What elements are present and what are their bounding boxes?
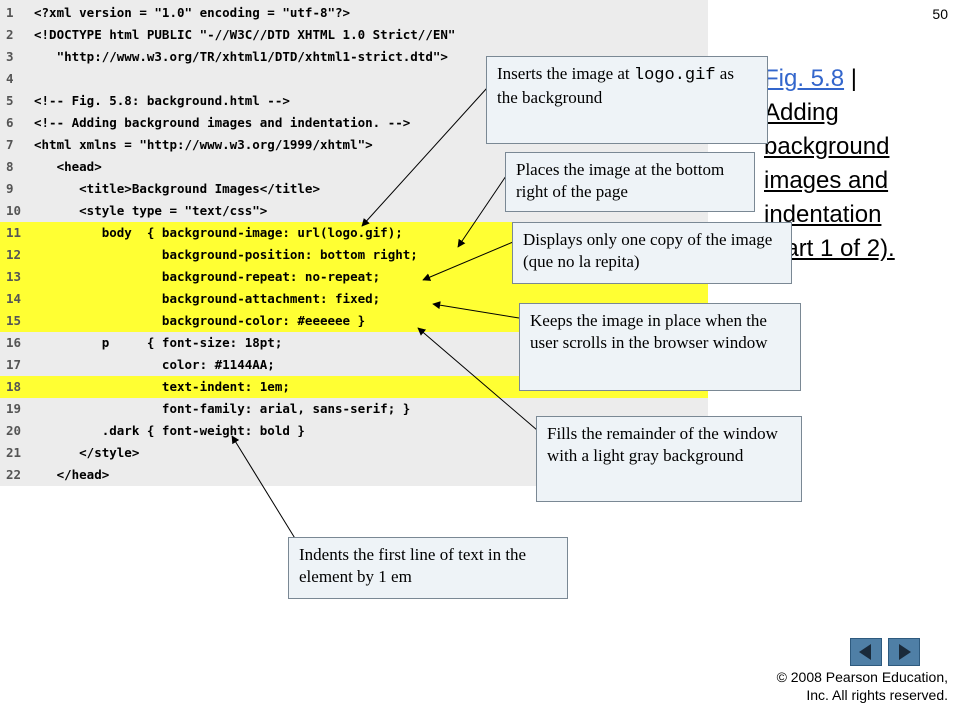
line-number: 8 — [6, 159, 14, 174]
line-number: 14 — [6, 291, 22, 306]
line-number: 17 — [6, 357, 22, 372]
callout-code: logo.gif — [633, 66, 716, 85]
slide-title: Fig. 5.8 | Adding background images and … — [764, 62, 954, 266]
slide-number: 50 — [932, 6, 948, 22]
title-line-2: background — [764, 133, 890, 160]
callout-background-repeat: Displays only one copy of the image (que… — [512, 222, 792, 284]
line-number: 3 — [6, 49, 14, 64]
line-number: 9 — [6, 181, 14, 196]
prev-slide-button[interactable] — [850, 638, 882, 666]
code-line: 3 "http://www.w3.org/TR/xhtml1/DTD/xhtml… — [0, 46, 708, 68]
code-line: 22 </head> — [0, 464, 708, 486]
code-text: background-color: #eeeeee } — [34, 313, 366, 328]
callout-background-image: Inserts the image at logo.gif as the bac… — [486, 56, 768, 144]
copyright-line-2: Inc. All rights reserved. — [806, 687, 948, 703]
code-line: 7 <html xmlns = "http://www.w3.org/1999/x… — [0, 134, 708, 156]
line-number: 16 — [6, 335, 22, 350]
line-number: 20 — [6, 423, 22, 438]
code-text: background-position: bottom right; — [34, 247, 418, 262]
title-line-1: Adding — [764, 99, 839, 126]
code-text: background-repeat: no-repeat; — [34, 269, 381, 284]
code-text: font-family: arial, sans-serif; } — [34, 401, 411, 416]
callout-text: Inserts the image at — [497, 64, 634, 83]
code-text: .dark { font-weight: bold } — [34, 423, 305, 438]
code-text: background-attachment: fixed; — [34, 291, 381, 306]
line-number: 1 — [6, 5, 14, 20]
arrow-text-indent — [231, 435, 297, 541]
code-line: 21 </style> — [0, 442, 708, 464]
callout-background-position: Places the image at the bottom right of … — [505, 152, 755, 212]
callout-text-indent: Indents the first line of text in the el… — [288, 537, 568, 599]
code-line: 20 .dark { font-weight: bold } — [0, 420, 708, 442]
code-text: color: #1144AA; — [34, 357, 275, 372]
line-number: 4 — [6, 71, 14, 86]
callout-background-attachment: Keeps the image in place when the user s… — [519, 303, 801, 391]
figure-link[interactable]: Fig. 5.8 — [764, 65, 845, 92]
code-line: 17 color: #1144AA; — [0, 354, 708, 376]
callout-background-color: Fills the remainder of the window with a… — [536, 416, 802, 502]
arrow-background-repeat — [422, 241, 514, 281]
code-line: 6 <!-- Adding background images and inden… — [0, 112, 708, 134]
line-number: 22 — [6, 467, 22, 482]
line-number: 18 — [6, 379, 22, 394]
line-number: 13 — [6, 269, 22, 284]
code-line: 10 <style type = "text/css"> — [0, 200, 708, 222]
line-number: 2 — [6, 27, 14, 42]
line-number: 21 — [6, 445, 22, 460]
code-line: 4 — [0, 68, 708, 90]
next-slide-button[interactable] — [888, 638, 920, 666]
line-number: 7 — [6, 137, 14, 152]
line-number: 19 — [6, 401, 22, 416]
code-text: <!-- Fig. 5.8: background.html --> — [34, 93, 290, 108]
code-text: <!-- Adding background images and indent… — [34, 115, 411, 130]
code-text: <title>Background Images</title> — [34, 181, 320, 196]
code-text: "http://www.w3.org/TR/xhtml1/DTD/xhtml1-… — [34, 49, 448, 64]
code-text: <!DOCTYPE html PUBLIC "-//W3C//DTD XHTML… — [34, 27, 456, 42]
arrow-background-image — [361, 87, 488, 227]
code-line: 1 <?xml version = "1.0" encoding = "utf-8… — [0, 2, 708, 24]
arrow-background-color — [417, 327, 538, 431]
code-line: 9 <title>Background Images</title> — [0, 178, 708, 200]
triangle-left-icon — [859, 644, 871, 660]
title-separator: | — [844, 65, 857, 92]
code-line: 19 font-family: arial, sans-serif; } — [0, 398, 708, 420]
line-number: 5 — [6, 93, 14, 108]
code-text: </style> — [34, 445, 140, 460]
code-line: 16 p { font-size: 18pt; — [0, 332, 708, 354]
copyright: © 2008 Pearson Education, Inc. All right… — [777, 668, 948, 704]
code-text: <html xmlns = "http://www.w3.org/1999/xh… — [34, 137, 373, 152]
line-number: 6 — [6, 115, 14, 130]
title-line-3: images and — [764, 167, 889, 194]
code-text: body { background-image: url(logo.gif); — [34, 225, 403, 240]
code-line: 5 <!-- Fig. 5.8: background.html --> — [0, 90, 708, 112]
line-number: 10 — [6, 203, 22, 218]
code-text: <head> — [34, 159, 102, 174]
triangle-right-icon — [899, 644, 911, 660]
code-text: </head> — [34, 467, 110, 482]
line-number: 12 — [6, 247, 22, 262]
callout-text: as the background — [497, 64, 734, 107]
arrow-background-position — [457, 175, 507, 248]
arrow-background-attachment — [432, 301, 520, 319]
code-line: 2 <!DOCTYPE html PUBLIC "-//W3C//DTD XHTM… — [0, 24, 708, 46]
code-text: text-indent: 1em; — [34, 379, 290, 394]
line-number: 11 — [6, 225, 22, 240]
line-number: 15 — [6, 313, 22, 328]
code-text: p { font-size: 18pt; — [34, 335, 283, 350]
code-text: <?xml version = "1.0" encoding = "utf-8"… — [34, 5, 351, 20]
code-text: <style type = "text/css"> — [34, 203, 268, 218]
copyright-line-1: © 2008 Pearson Education, — [776, 669, 948, 685]
code-line: 8 <head> — [0, 156, 708, 178]
